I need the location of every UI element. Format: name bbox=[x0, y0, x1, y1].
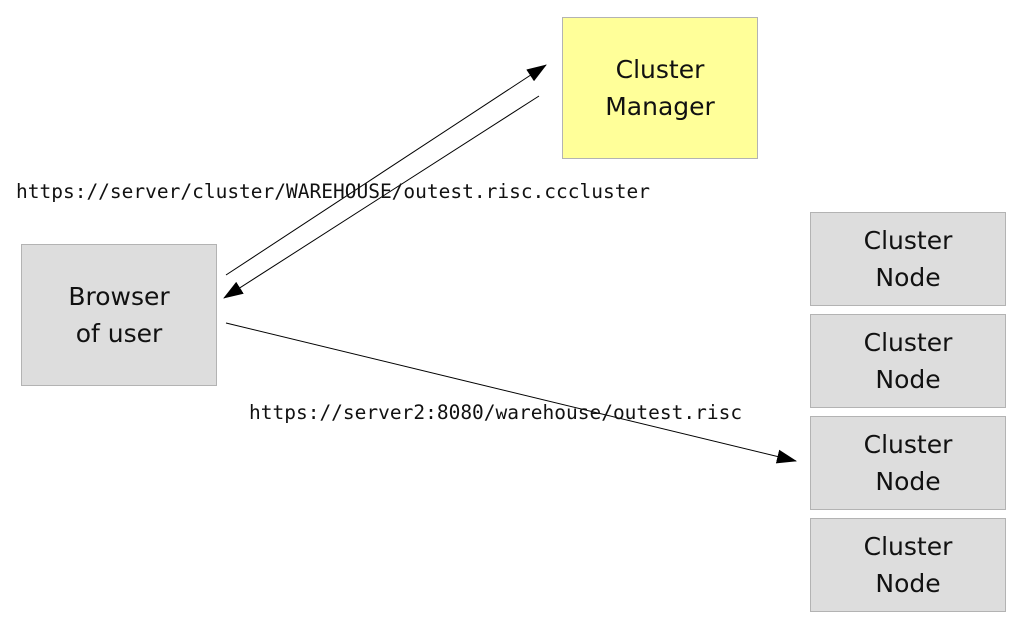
browser-label-line1: Browser bbox=[68, 282, 170, 311]
cluster-node-box: Cluster Node bbox=[810, 518, 1006, 612]
cluster-manager-box: Cluster Manager bbox=[562, 17, 758, 159]
arrow-browser-to-manager bbox=[225, 64, 547, 276]
cluster-node-box: Cluster Node bbox=[810, 416, 1006, 510]
cluster-node-label-line2: Node bbox=[875, 263, 941, 292]
arrow-browser-to-node bbox=[225, 322, 797, 464]
browser-label-line2: of user bbox=[75, 319, 163, 348]
arrow-manager-to-browser bbox=[223, 95, 540, 299]
cluster-node-label-line2: Node bbox=[875, 569, 941, 598]
cluster-node-label-line1: Cluster bbox=[863, 532, 953, 561]
cluster-node-label-line1: Cluster bbox=[863, 226, 953, 255]
cluster-node-label-line1: Cluster bbox=[863, 328, 953, 357]
cluster-node-label-line2: Node bbox=[875, 365, 941, 394]
cluster-node-label-line1: Cluster bbox=[863, 430, 953, 459]
cluster-manager-label-line2: Manager bbox=[605, 92, 715, 121]
manager-url-label: https://server/cluster/WAREHOUSE/outest.… bbox=[16, 180, 650, 203]
cluster-node-box: Cluster Node bbox=[810, 212, 1006, 306]
browser-box: Browser of user bbox=[21, 244, 217, 386]
cluster-node-box: Cluster Node bbox=[810, 314, 1006, 408]
node-url-label: https://server2:8080/warehouse/outest.ri… bbox=[249, 401, 743, 424]
cluster-manager-label-line1: Cluster bbox=[615, 55, 705, 84]
cluster-node-label-line2: Node bbox=[875, 467, 941, 496]
